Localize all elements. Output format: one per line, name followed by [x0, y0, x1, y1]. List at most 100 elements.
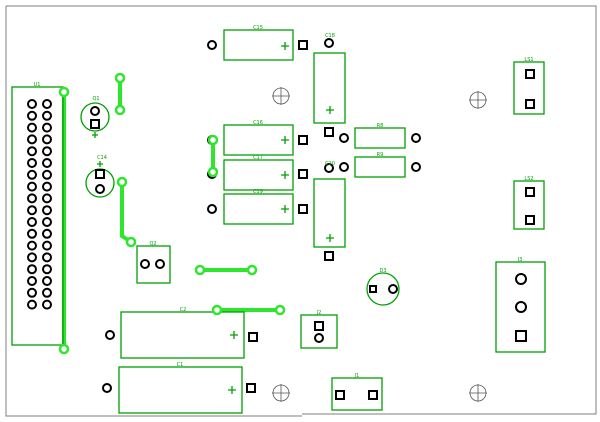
square-pad — [324, 251, 334, 261]
label-j2: J2 — [316, 310, 322, 316]
label-r8: R8 — [377, 123, 384, 129]
square-pad — [335, 390, 345, 400]
c17-outline — [223, 159, 294, 191]
round-pad — [90, 106, 100, 116]
label-c20: C20 — [325, 161, 335, 167]
mounting-hole — [469, 384, 487, 402]
u1-pin — [42, 99, 52, 109]
square-pad — [246, 383, 256, 393]
silkscreen — [11, 29, 546, 414]
square-pad — [90, 119, 100, 129]
label-c19: C19 — [253, 189, 263, 195]
j2-outline — [300, 314, 338, 349]
label-c15: C15 — [253, 25, 263, 31]
label-d3: D3 — [379, 268, 386, 274]
square-pad — [369, 285, 377, 293]
c19-outline — [223, 193, 294, 225]
label-j1: J1 — [354, 373, 360, 379]
reference-designators: U1 C15 C16 C17 C19 C18 C20 C14 R8 R9 Q1 … — [34, 25, 534, 379]
c14-outline — [80, 102, 110, 132]
u1-pin — [27, 99, 37, 109]
trace-end-pad — [246, 264, 258, 276]
square-pad — [525, 99, 535, 109]
u1-pin — [42, 169, 52, 180]
round-pad — [155, 259, 165, 269]
u1-pin — [42, 240, 52, 251]
u1-pin — [42, 181, 52, 192]
trace-end-pad — [194, 264, 206, 276]
square-pad — [515, 330, 527, 342]
square-pad — [248, 332, 258, 342]
round-pad — [339, 133, 349, 143]
label-ls2: LS2 — [524, 176, 533, 182]
label-r9: R9 — [377, 152, 384, 158]
label-c17: C17 — [253, 155, 263, 161]
u1-outline — [11, 86, 64, 346]
u1-pin — [27, 240, 37, 251]
r8-outline — [354, 127, 406, 149]
u1-pin — [42, 158, 52, 168]
round-pad — [515, 273, 527, 285]
round-pad — [207, 40, 217, 50]
board-edge — [5, 5, 597, 417]
u1-pin — [42, 264, 52, 275]
trace-end-pad — [114, 72, 126, 84]
label-q2: Q2 — [149, 241, 156, 247]
round-pad — [102, 383, 112, 393]
ls2-outline — [513, 180, 545, 230]
label-j3: J3 — [517, 257, 523, 263]
pads — [27, 38, 535, 400]
u1-pin — [42, 228, 52, 239]
square-pad — [525, 187, 535, 197]
u1-pin — [27, 110, 37, 121]
round-pad — [324, 38, 334, 48]
c15-outline — [223, 29, 294, 61]
label-c14: C14 — [97, 155, 107, 161]
board-outline — [5, 5, 597, 417]
mounting-holes — [272, 87, 487, 402]
u1-pin — [27, 146, 37, 157]
round-pad — [140, 259, 150, 269]
round-pad — [515, 301, 527, 313]
u1-pin — [27, 169, 37, 180]
mounting-hole — [469, 91, 487, 109]
round-pad — [411, 162, 421, 172]
c1-outline — [118, 366, 243, 414]
u1-pin — [42, 252, 52, 263]
u1-pin — [42, 217, 52, 227]
u1-pin — [27, 264, 37, 275]
u1-pin — [27, 276, 37, 286]
c20-outline — [313, 178, 346, 248]
trace-end-pad — [58, 343, 70, 355]
mounting-hole — [272, 384, 290, 402]
trace-end-pad — [207, 134, 219, 146]
mounting-hole — [272, 87, 290, 105]
label-c1: C1 — [177, 362, 184, 368]
c16-outline — [223, 124, 294, 156]
label-c18: C18 — [325, 33, 335, 39]
u1-pin — [27, 205, 37, 216]
square-pad — [368, 390, 378, 400]
ls1-outline — [513, 61, 545, 115]
u1-pin — [42, 276, 52, 286]
d3-outline — [366, 272, 400, 306]
u1-pin — [42, 122, 52, 133]
u1-pin — [42, 110, 52, 121]
square-pad — [298, 40, 308, 50]
copper-traces — [62, 76, 282, 352]
label-u1: U1 — [34, 82, 41, 88]
trace-end-pad — [211, 304, 223, 316]
u1-pin — [27, 134, 37, 145]
r9-outline — [354, 156, 406, 178]
round-pad — [324, 163, 334, 173]
square-pad — [298, 204, 308, 214]
trace-end-pad — [207, 166, 219, 178]
u1-pin — [27, 193, 37, 204]
u1-pin — [42, 287, 52, 298]
round-pad — [105, 330, 115, 340]
u1-pin — [42, 299, 52, 310]
j1-outline — [331, 377, 383, 411]
c2-outline — [120, 311, 245, 359]
u1-pin — [27, 181, 37, 192]
u1-pin — [27, 228, 37, 239]
